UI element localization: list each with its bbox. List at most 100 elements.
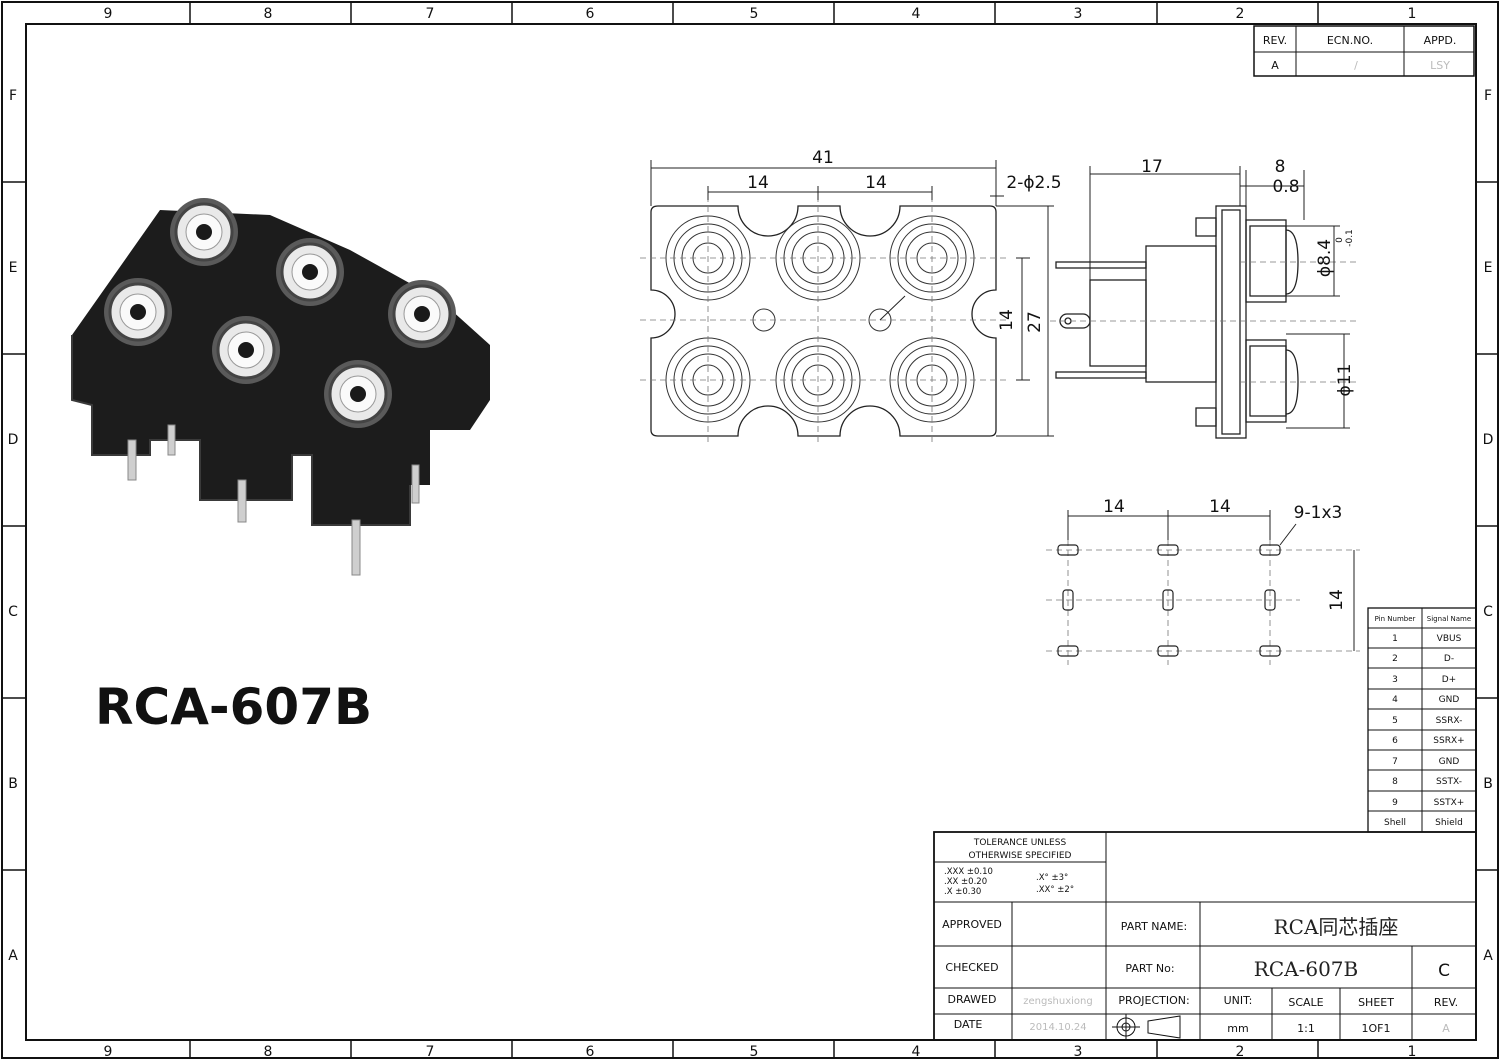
dim-front: 8 xyxy=(1275,157,1286,177)
pin-number: 4 xyxy=(1392,695,1398,705)
pin-table: Pin Number Signal Name 1 VBUS 2 D- 3 D+ … xyxy=(1367,607,1477,833)
pin-number: 5 xyxy=(1392,716,1398,726)
dim-row-pitch: 14 xyxy=(997,309,1017,331)
zone-col-bottom: 8 xyxy=(264,1044,273,1060)
unit-value: mm xyxy=(1227,1022,1248,1035)
tolerance-value: .XXX ±0.10 xyxy=(944,867,993,877)
zone-col-bottom: 7 xyxy=(426,1044,435,1060)
zone-col-top: 1 xyxy=(1408,6,1417,22)
pin-header-signal: Signal Name xyxy=(1427,615,1471,623)
zone-row-right: B xyxy=(1483,776,1493,792)
drawing-size: C xyxy=(1438,961,1450,981)
zone-col-top: 6 xyxy=(586,6,595,22)
rev-label: REV. xyxy=(1434,996,1458,1009)
pin-signal: Shield xyxy=(1435,818,1463,828)
connector-photo xyxy=(71,198,490,576)
pin-header-number: Pin Number xyxy=(1375,615,1416,623)
zone-row-right: D xyxy=(1483,432,1494,448)
drawed-label: DRAWED xyxy=(948,993,997,1006)
dim-pcb-pitch-left: 14 xyxy=(1103,497,1125,517)
pin-signal: SSRX+ xyxy=(1433,736,1464,746)
zone-col-top: 7 xyxy=(426,6,435,22)
pin-signal: SSTX+ xyxy=(1434,798,1465,808)
zone-col-top: 9 xyxy=(104,6,113,22)
dim-mount-holes: 2-ϕ2.5 xyxy=(1006,173,1061,193)
part-number: RCA-607B xyxy=(1254,957,1358,981)
zone-col-bottom: 4 xyxy=(912,1044,921,1060)
pin-signal: VBUS xyxy=(1437,634,1462,644)
checked-label: CHECKED xyxy=(945,961,998,974)
zone-row-right: A xyxy=(1483,948,1493,964)
side-view xyxy=(1050,166,1360,439)
pin-signal: D+ xyxy=(1442,675,1456,685)
zone-row-left: C xyxy=(8,604,18,620)
rev-value: A xyxy=(1271,59,1279,72)
tolerance-title: TOLERANCE UNLESS xyxy=(973,838,1067,848)
zone-col-top: 3 xyxy=(1074,6,1083,22)
dim-overall-width: 41 xyxy=(812,148,834,168)
pin-signal: GND xyxy=(1439,757,1460,767)
zone-col-bottom: 1 xyxy=(1408,1044,1417,1060)
dim-pcb-slots: 9-1x3 xyxy=(1294,503,1343,523)
sheet-value: 1OF1 xyxy=(1362,1022,1391,1035)
dim-depth: 17 xyxy=(1141,157,1163,177)
pin-signal: SSTX- xyxy=(1436,777,1462,787)
scale-label: SCALE xyxy=(1288,996,1323,1009)
rev-value: A xyxy=(1442,1022,1450,1035)
zone-row-left: E xyxy=(9,260,18,276)
dim-flange: 0.8 xyxy=(1272,177,1299,197)
pin-number: Shell xyxy=(1384,818,1406,828)
approved-label: APPROVED xyxy=(942,918,1002,931)
tolerance-value: .X ±0.30 xyxy=(944,887,981,897)
scale-value: 1:1 xyxy=(1297,1022,1315,1035)
part-title: RCA-607B xyxy=(95,678,372,736)
dim-outer-dia: ϕ11 xyxy=(1335,364,1355,397)
front-view xyxy=(640,160,1054,446)
revision-block: REV. ECN.NO. APPD. A / LSY xyxy=(1253,25,1475,77)
appd-value: LSY xyxy=(1430,59,1450,72)
dim-pitch-left: 14 xyxy=(747,173,769,193)
zone-col-top: 4 xyxy=(912,6,921,22)
dim-tol-lower: -0.1 xyxy=(1345,229,1355,247)
pin-number: 9 xyxy=(1392,798,1398,808)
tolerance-value: .X° ±3° xyxy=(1036,873,1068,883)
zone-col-top: 8 xyxy=(264,6,273,22)
unit-label: UNIT: xyxy=(1224,994,1253,1007)
pin-signal: D- xyxy=(1444,654,1454,664)
part-name-label: PART NAME: xyxy=(1121,920,1187,933)
tolerance-title: OTHERWISE SPECIFIED xyxy=(969,851,1072,861)
tolerance-value: .XX ±0.20 xyxy=(944,877,987,887)
zone-col-top: 5 xyxy=(750,6,759,22)
zone-row-left: A xyxy=(8,948,18,964)
drawed-by: zengshuxiong xyxy=(1023,996,1092,1007)
part-name: RCA同芯插座 xyxy=(1274,915,1399,939)
dim-pcb-row-pitch: 14 xyxy=(1327,589,1347,611)
dim-pcb-pitch-right: 14 xyxy=(1209,497,1231,517)
pin-number: 7 xyxy=(1392,757,1398,767)
pin-signal: GND xyxy=(1439,695,1460,705)
zone-row-left: D xyxy=(8,432,19,448)
pin-signal: SSRX- xyxy=(1436,716,1463,726)
pin-number: 1 xyxy=(1392,634,1398,644)
sheet-label: SHEET xyxy=(1358,996,1394,1009)
pin-number: 3 xyxy=(1392,675,1398,685)
projection-label: PROJECTION: xyxy=(1118,994,1189,1007)
pin-number: 2 xyxy=(1392,654,1398,664)
zone-row-right: C xyxy=(1483,604,1493,620)
zone-row-left: F xyxy=(9,88,17,104)
zone-row-left: B xyxy=(8,776,18,792)
appd-header: APPD. xyxy=(1424,34,1457,47)
zone-row-right: E xyxy=(1484,260,1493,276)
zone-col-bottom: 2 xyxy=(1236,1044,1245,1060)
zone-col-top: 2 xyxy=(1236,6,1245,22)
projection-symbol xyxy=(1112,1014,1181,1040)
dim-pitch-right: 14 xyxy=(865,173,887,193)
dim-inner-dia: ϕ8.4 xyxy=(1315,239,1335,277)
dim-overall-height: 27 xyxy=(1025,311,1045,333)
rev-header: REV. xyxy=(1263,34,1287,47)
title-block: TOLERANCE UNLESS OTHERWISE SPECIFIED .XX… xyxy=(933,831,1477,1041)
date-label: DATE xyxy=(954,1018,983,1031)
